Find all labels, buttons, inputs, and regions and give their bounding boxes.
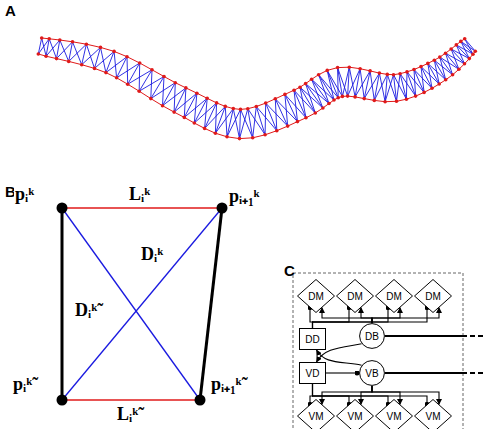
node-label: DM <box>386 291 402 302</box>
node-label: DM <box>425 291 441 302</box>
node-label: VM <box>426 411 441 422</box>
neuron-circle: DB <box>359 323 385 349</box>
length-label: Lᵢᵏ <box>128 184 151 205</box>
worm-mesh <box>37 36 478 140</box>
motor-diamond: DM <box>297 279 335 313</box>
motor-diamond: DM <box>375 279 413 313</box>
connector <box>313 384 428 404</box>
point-label: pᵢ₊₁ᵏ <box>228 186 261 207</box>
node-label: VB <box>365 368 378 379</box>
neuron-box: DD <box>299 328 326 350</box>
motor-diamond: VM <box>336 399 374 429</box>
node-label: VM <box>309 411 324 422</box>
point-label: pᵢᵏ <box>14 184 35 205</box>
node-label: VM <box>348 411 363 422</box>
circuit-frame <box>293 273 486 429</box>
connector <box>322 308 372 323</box>
neuron-box: VD <box>299 362 326 384</box>
connector <box>372 386 439 404</box>
node-label: DB <box>365 331 379 342</box>
motor-diamond: DM <box>336 279 374 313</box>
connector <box>322 386 372 404</box>
motor-diamond: DM <box>414 279 452 313</box>
diagonal-label: Dᵢᵏ <box>140 244 164 265</box>
connector <box>372 308 439 323</box>
length-label: Lᵢᵏ̃ <box>116 404 139 425</box>
motor-diamond: VM <box>414 399 452 429</box>
connector <box>313 384 389 404</box>
node-label: DM <box>308 291 324 302</box>
connector <box>326 372 357 373</box>
node-label: VM <box>387 411 402 422</box>
node-label: DM <box>347 291 363 302</box>
motor-diamond: VM <box>375 399 413 429</box>
point-label: pᵢ₊₁ᵏ̃ <box>210 374 243 395</box>
connector <box>361 308 372 323</box>
motor-diamond: VM <box>297 399 335 429</box>
node-label: VD <box>306 368 320 379</box>
panel-letter: C <box>284 262 295 279</box>
diagonal-label: Dᵢᵏ̃ <box>74 300 98 321</box>
neuron-circle: VB <box>359 360 385 386</box>
panel-letter: A <box>5 2 16 19</box>
element-quad <box>57 203 228 406</box>
point-label: pᵢᵏ̃ <box>12 374 33 395</box>
node-label: DD <box>305 334 319 345</box>
connector <box>361 386 372 404</box>
